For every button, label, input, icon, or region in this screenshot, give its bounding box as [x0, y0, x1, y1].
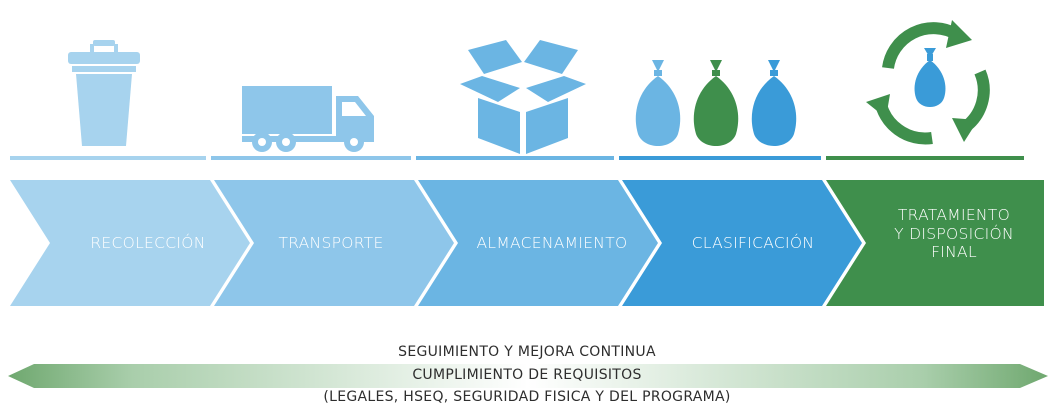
chevron-recoleccion [10, 180, 250, 306]
truck-icon [242, 86, 374, 152]
step-label-transporte: TRANSPORTE [278, 233, 384, 252]
divider-clasificacion [619, 156, 821, 160]
chevron-tratamiento [826, 180, 1044, 306]
divider-transporte [211, 156, 411, 160]
step-label-recoleccion: RECOLECCIÓN [90, 233, 206, 252]
step-label-tratamiento: TRATAMIENTO Y DISPOSICIÓN FINAL [894, 206, 1014, 262]
chevron-almacenamiento [418, 180, 658, 306]
chevron-clasificacion [622, 180, 862, 306]
open-box-icon [460, 40, 586, 154]
banner-line-3: (LEGALES, HSEQ, SEGURIDAD FISICA Y DEL P… [323, 389, 731, 405]
trash-can-icon [68, 40, 140, 146]
chevron-transporte [214, 180, 454, 306]
divider-recoleccion [10, 156, 206, 160]
banner-line-2: CUMPLIMIENTO DE REQUISITOS [412, 367, 642, 383]
banner-line-1: SEGUIMIENTO Y MEJORA CONTINUA [398, 344, 656, 360]
divider-almacenamiento [416, 156, 614, 160]
step-label-clasificacion: CLASIFICACIÓN [691, 233, 815, 252]
divider-tratamiento [826, 156, 1024, 160]
step-label-almacenamiento: ALMACENAMIENTO [476, 233, 628, 252]
recycle-bag-icon [866, 20, 990, 145]
garbage-bags-icon [635, 60, 797, 146]
